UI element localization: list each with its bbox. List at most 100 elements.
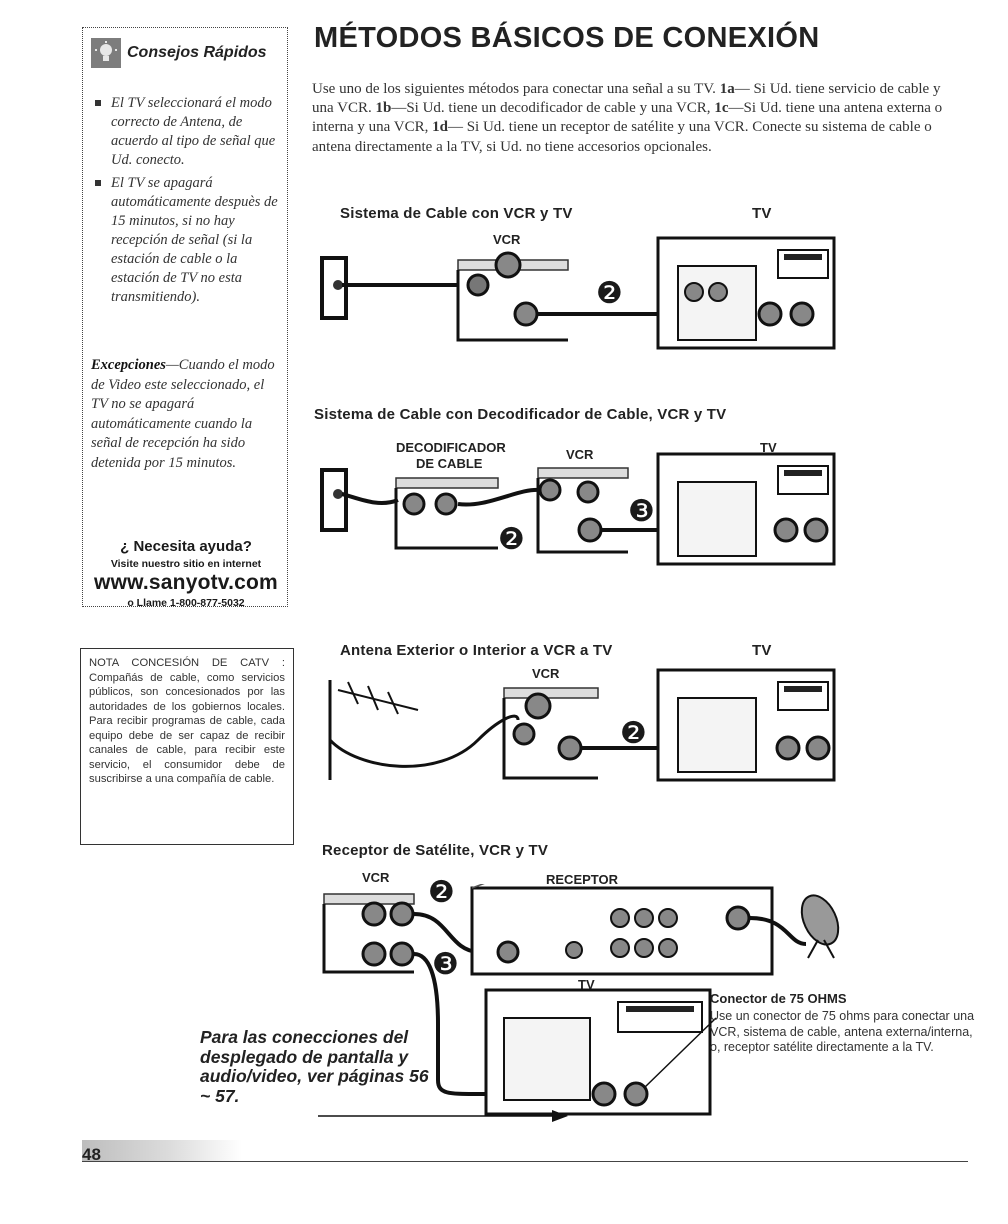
antenna-element — [367, 685, 379, 711]
screen-tip: Para las conecciones del desplegado de p… — [200, 1027, 429, 1106]
receiver-edge — [471, 884, 485, 889]
diagram-decoder-vcr-tv — [320, 452, 836, 566]
dish-leg — [807, 939, 819, 959]
section-4-vcr-label: VCR — [362, 870, 390, 885]
page-title: MÉTODOS BÁSICOS DE CONEXIÓN — [314, 22, 820, 54]
tv-ant-jack — [591, 1081, 617, 1107]
section-3-tv-label: TV — [752, 642, 772, 659]
help-visit: Visite nuestro sitio en internet — [110, 558, 262, 570]
tips-title: Consejos Rápidos — [127, 44, 267, 61]
vcr-in-jack — [361, 901, 387, 927]
tv-av-jack — [684, 282, 704, 302]
diagram-antenna-vcr-tv — [328, 668, 836, 782]
tv-ant-jack — [775, 735, 801, 761]
satellite-cable — [749, 916, 807, 946]
connector-body: Use un conector de 75 ohms para conectar… — [710, 1009, 975, 1054]
connector-pointer — [643, 1017, 717, 1089]
diagram-cable-vcr-tv — [320, 236, 836, 350]
wall-jack — [333, 489, 343, 499]
help-title: ¿ Necesita ayuda? — [120, 538, 252, 555]
tv-label-bar — [784, 686, 822, 692]
decoder-in-jack — [402, 492, 426, 516]
antenna-boom — [337, 689, 419, 711]
cable-line — [413, 912, 479, 954]
decoder-outline — [394, 488, 498, 550]
vcr-in-jack — [512, 722, 536, 746]
section-2-title: Sistema de Cable con Decodificador de Ca… — [314, 406, 727, 423]
decoder-panel-top — [395, 477, 499, 489]
tip-item: El TV seleccionará el modo correcto de A… — [93, 94, 283, 170]
step-2-marker: ❷ — [428, 875, 455, 910]
tv-av-panel — [677, 481, 757, 557]
receiver-lnb-jack — [725, 905, 751, 931]
tv-ant-jack — [623, 1081, 649, 1107]
vcr-in-jack — [538, 478, 562, 502]
vcr-panel-top — [537, 467, 629, 479]
vcr-in-jack — [466, 273, 490, 297]
receiver-jack — [565, 941, 583, 959]
page-number: 48 — [82, 1145, 101, 1164]
vcr-rf-jack — [494, 251, 522, 279]
vcr-outline — [536, 478, 628, 554]
receiver-av-jack — [610, 908, 630, 928]
section-3-vcr-label: VCR — [532, 666, 560, 681]
vcr-out-jack — [361, 941, 387, 967]
section-1-title: Sistema de Cable con VCR y TV — [340, 205, 573, 222]
intro-paragraph: Use uno de los siguientes métodos para c… — [312, 80, 964, 157]
bullet-icon — [95, 100, 101, 106]
intro-text: —Si Ud. tiene un decodificador de cable … — [391, 100, 715, 117]
tv-label-bar — [784, 254, 822, 260]
step-3-marker: ❸ — [628, 494, 655, 529]
vcr-rf-jack — [576, 480, 600, 504]
tip-text: El TV se apagará automáticamente despuès… — [111, 175, 278, 305]
diagram-satellite-vcr-tv — [318, 884, 840, 1122]
intro-text: Use uno de los siguientes métodos para c… — [312, 81, 720, 97]
receiver-back-panel — [470, 886, 774, 976]
tip-text: El TV seleccionará el modo correcto de A… — [111, 95, 276, 168]
antenna-element — [347, 681, 359, 705]
tv-label-bar — [626, 1006, 694, 1012]
help-url-link[interactable]: www.sanyotv.com — [94, 571, 278, 594]
wall-plate — [320, 468, 348, 532]
tv-ant-jack — [757, 301, 783, 327]
step-2-marker: ❷ — [620, 716, 647, 751]
quick-tips-box: Consejos Rápidos El TV seleccionará el m… — [82, 27, 289, 609]
antenna-element — [387, 691, 399, 715]
footer-rule — [82, 1161, 968, 1162]
tv-ant-jack — [789, 301, 815, 327]
vcr-panel-top — [503, 687, 599, 699]
tv-av-panel — [677, 697, 757, 773]
cable-line — [341, 492, 399, 505]
receiver-av-jack — [634, 908, 654, 928]
tv-av-jack — [708, 282, 728, 302]
arrow-head-icon — [552, 1110, 568, 1122]
cable-line — [413, 952, 588, 1096]
footer-shade — [82, 1140, 242, 1161]
tip-item: El TV se apagará automáticamente despuès… — [93, 174, 283, 307]
section-3-title: Antena Exterior o Interior a VCR a TV — [340, 642, 613, 659]
receiver-av-jack — [658, 938, 678, 958]
receiver-av-jack — [634, 938, 654, 958]
lightbulb-icon — [91, 38, 121, 68]
vcr-in-jack — [389, 901, 415, 927]
tv-ant-jack — [773, 517, 799, 543]
tips-header: Consejos Rápidos — [91, 38, 267, 68]
help-block: ¿ Necesita ayuda? Visite nuestro sitio e… — [83, 538, 289, 609]
wall-jack — [333, 280, 343, 290]
intro-ref: 1c — [714, 100, 729, 117]
decoder-out-jack — [434, 492, 458, 516]
exceptions-text: Excepciones—Cuando el modo de Video este… — [91, 356, 283, 473]
help-phone: o Llame 1-800-877-5032 — [127, 597, 245, 609]
exceptions-label: Excepciones — [91, 357, 166, 373]
vcr-out-jack — [513, 301, 539, 327]
intro-ref: 1a — [719, 81, 735, 97]
antenna-cable — [328, 714, 520, 768]
intro-ref: 1d — [432, 119, 448, 136]
vcr-rf-jack — [524, 692, 552, 720]
dish-leg — [823, 939, 835, 959]
connector-title: Conector de 75 OHMS — [710, 991, 847, 1006]
receiver-av-jack — [658, 908, 678, 928]
vcr-out-jack — [389, 941, 415, 967]
decoder-label: DECODIFICADOR — [396, 440, 506, 455]
section-4-tv-label: TV — [578, 977, 595, 992]
